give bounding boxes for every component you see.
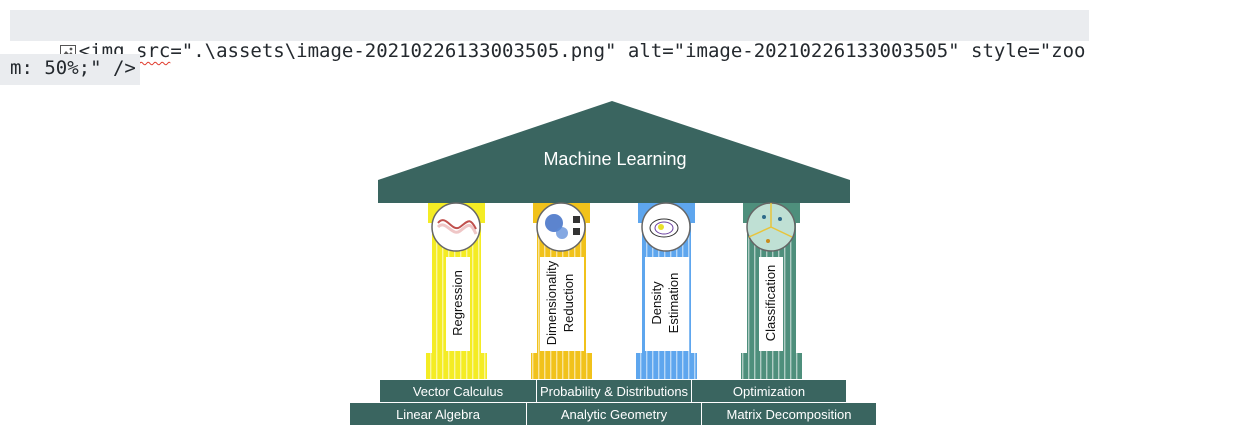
base-analytic-geometry: Analytic Geometry — [561, 407, 668, 422]
ml-pillars-diagram: Machine Learning Regression — [340, 95, 900, 435]
spellcheck-word: src — [136, 40, 171, 62]
lower-base: Linear Algebra Analytic Geometry Matrix … — [350, 403, 876, 425]
base-vector-calculus: Vector Calculus — [413, 384, 504, 399]
source-line-2[interactable]: m: 50%;" /> — [0, 54, 140, 85]
pillar-label-reduction: Reduction — [561, 274, 576, 333]
roof-title: Machine Learning — [543, 149, 686, 169]
density-contour-icon — [641, 202, 691, 252]
base-probability-distributions: Probability & Distributions — [540, 384, 689, 399]
base-matrix-decomposition: Matrix Decomposition — [727, 407, 852, 422]
base-linear-algebra: Linear Algebra — [396, 407, 481, 422]
source-text: =".\assets\image-20210226133003505.png" … — [170, 40, 1086, 62]
source-line-1[interactable]: <img src=".\assets\image-202102261330035… — [10, 10, 1090, 62]
pillar-label-density: Density — [649, 281, 664, 325]
upper-base: Vector Calculus Probability & Distributi… — [380, 380, 846, 402]
pillar-regression: Regression — [426, 202, 487, 379]
regression-curve-icon — [431, 202, 481, 252]
pillar-classification: Classification — [741, 202, 802, 379]
pillar-label-dimensionality: Dimensionality — [544, 260, 559, 345]
pillar-label-regression: Regression — [450, 270, 465, 336]
source-text: < — [78, 40, 91, 62]
pillar-label-classification: Classification — [763, 265, 778, 342]
base-optimization: Optimization — [733, 384, 805, 399]
pillar-density-estimation: Density Estimation — [636, 202, 697, 379]
roof — [378, 101, 850, 203]
pillar-label-estimation: Estimation — [666, 273, 681, 334]
pillar-dimensionality-reduction: Dimensionality Reduction — [531, 202, 592, 379]
